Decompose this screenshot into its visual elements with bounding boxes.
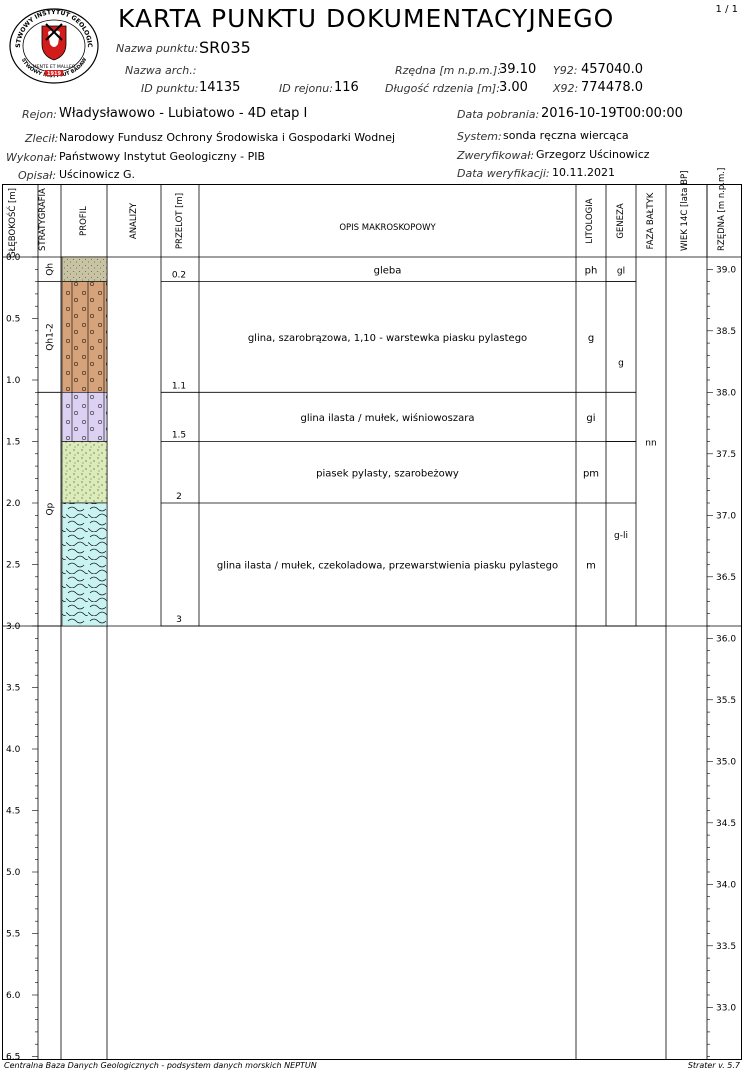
logo-motto: MENTE ET MALLEO	[33, 64, 76, 70]
opis-text: piasek pylasty, szarobeżowy	[316, 468, 459, 479]
opis-text: glina ilasta / mułek, czekoladowa, przew…	[217, 561, 558, 572]
przelot-value: 1.5	[172, 431, 186, 441]
elev-tick-label: 34.5	[716, 819, 736, 829]
page-number: 1 / 1	[715, 4, 738, 15]
y92-value: 457040.0	[581, 62, 644, 77]
geneza-label: gl	[617, 266, 625, 276]
footer-right: Strater v. 5.7	[687, 1061, 740, 1070]
geneza-label: g-li	[614, 531, 628, 541]
depth-tick-label: 4.0	[6, 745, 21, 755]
depth-tick-label: 1.5	[6, 438, 20, 448]
litologia-code: gi	[586, 413, 595, 424]
nazwa-punktu-value: SR035	[199, 38, 251, 57]
przelot-value: 1.1	[172, 381, 186, 391]
col-header-opis: OPIS MAKROSKOPOWY	[339, 223, 436, 233]
opis-text: glina ilasta / mułek, wiśniowoszara	[301, 412, 475, 424]
profil-layer-till	[61, 281, 108, 393]
wykonal-value: Państwowy Instytut Geologiczny - PIB	[59, 150, 266, 163]
zweryfikowal-label: Zweryfikował:	[457, 149, 535, 162]
depth-tick-label: 2.5	[6, 561, 20, 571]
przelot-value: 2	[176, 492, 182, 502]
zweryfikowal-value: Grzegorz Uścinowicz	[536, 148, 650, 161]
data-weryfikacji-label: Data weryfikacji:	[457, 167, 550, 180]
opis-text: gleba	[374, 265, 402, 276]
profil-layer-sand	[61, 441, 108, 504]
id-rejonu-label: ID rejonu:	[279, 82, 333, 95]
nazwa-arch-label: Nazwa arch.:	[125, 64, 197, 77]
profil-layer-claytill	[61, 391, 108, 442]
system-label: System:	[457, 130, 502, 143]
x92-label: X92:	[553, 82, 579, 95]
depth-tick-label: 6.5	[6, 1053, 20, 1063]
litologia-code: pm	[583, 468, 599, 479]
depth-tick-label: 2.0	[6, 499, 21, 509]
elev-tick-label: 37.5	[716, 450, 736, 460]
profil-layer-soil	[61, 256, 108, 282]
id-punktu-value: 14135	[199, 80, 241, 95]
dlugosc-value: 3.00	[499, 80, 528, 95]
log-table-frame	[2, 184, 742, 1060]
faza-label: nn	[645, 439, 656, 449]
y92-label: Y92:	[553, 64, 578, 77]
pig-logo: PAŃSTWOWY INSTYTUT GEOLOGICZNY PAŃSTWOWY…	[5, 0, 100, 84]
depth-tick-label: 0.5	[6, 315, 20, 325]
id-rejonu-value: 116	[334, 80, 359, 95]
elev-tick-label: 39.0	[716, 265, 736, 275]
litologia-code: ph	[585, 265, 598, 276]
geneza-label: g	[618, 359, 624, 369]
przelot-value: 0.2	[172, 271, 186, 281]
elev-tick-label: 36.0	[716, 634, 736, 644]
logo-year: 1919	[47, 71, 61, 77]
elev-tick-label: 38.5	[716, 327, 736, 337]
zlecil-value: Narodowy Fundusz Ochrony Środowiska i Go…	[59, 131, 396, 144]
wykonal-label: Wykonał:	[6, 151, 58, 164]
dlugosc-label: Długość rdzenia [m]:	[385, 82, 500, 95]
elev-tick-label: 37.0	[716, 511, 736, 521]
stratygrafia-label: Qh	[46, 263, 56, 276]
nazwa-punktu-label: Nazwa punktu:	[116, 42, 199, 55]
opis-text: glina, szarobrązowa, 1,10 - warstewka pi…	[248, 333, 527, 344]
rejon-label: Rejon:	[22, 108, 57, 121]
stratygrafia-label: Qh1-2	[46, 323, 56, 351]
depth-tick-label: 5.0	[6, 868, 21, 878]
opisal-value: Uścinowicz G.	[59, 168, 135, 181]
system-value: sonda ręczna wiercąca	[503, 129, 629, 142]
przelot-value: 3	[176, 615, 182, 625]
footer-left: Centralna Baza Danych Geologicznych - po…	[4, 1061, 317, 1070]
elev-tick-label: 33.5	[716, 942, 736, 952]
page-title: KARTA PUNKTU DOKUMENTACYJNEGO	[118, 4, 615, 33]
rzedna-value: 39.10	[499, 62, 537, 77]
depth-tick-label: 1.0	[6, 376, 21, 386]
elev-tick-label: 35.0	[716, 757, 736, 767]
x92-value: 774478.0	[581, 80, 644, 95]
data-pobrania-label: Data pobrania:	[457, 108, 540, 121]
depth-tick-label: 0.0	[6, 253, 21, 263]
rzedna-label: Rzędna [m n.p.m.]:	[395, 64, 502, 77]
zlecil-label: Zlecił:	[25, 132, 59, 145]
elev-tick-label: 34.0	[716, 880, 736, 890]
depth-tick-label: 6.0	[6, 991, 21, 1001]
elev-tick-label: 35.5	[716, 696, 736, 706]
litologia-code: g	[588, 333, 594, 344]
profil-layer-silt	[61, 502, 108, 627]
depth-tick-label: 3.5	[6, 684, 20, 694]
litologia-code: m	[586, 561, 596, 572]
stratygrafia-label: Qp	[46, 502, 56, 515]
depth-tick-label: 5.5	[6, 930, 20, 940]
data-weryfikacji-value: 10.11.2021	[552, 166, 615, 179]
depth-tick-label: 4.5	[6, 807, 20, 817]
elev-tick-label: 33.0	[716, 1003, 736, 1013]
depth-tick-label: 3.0	[6, 622, 21, 632]
opisal-label: Opisał:	[18, 169, 57, 182]
elev-tick-label: 36.5	[716, 573, 736, 583]
elev-tick-label: 38.0	[716, 388, 736, 398]
rejon-value: Władysławowo - Lubiatowo - 4D etap I	[59, 106, 308, 121]
id-punktu-label: ID punktu:	[141, 82, 199, 95]
data-pobrania-value: 2016-10-19T00:00:00	[541, 106, 683, 121]
